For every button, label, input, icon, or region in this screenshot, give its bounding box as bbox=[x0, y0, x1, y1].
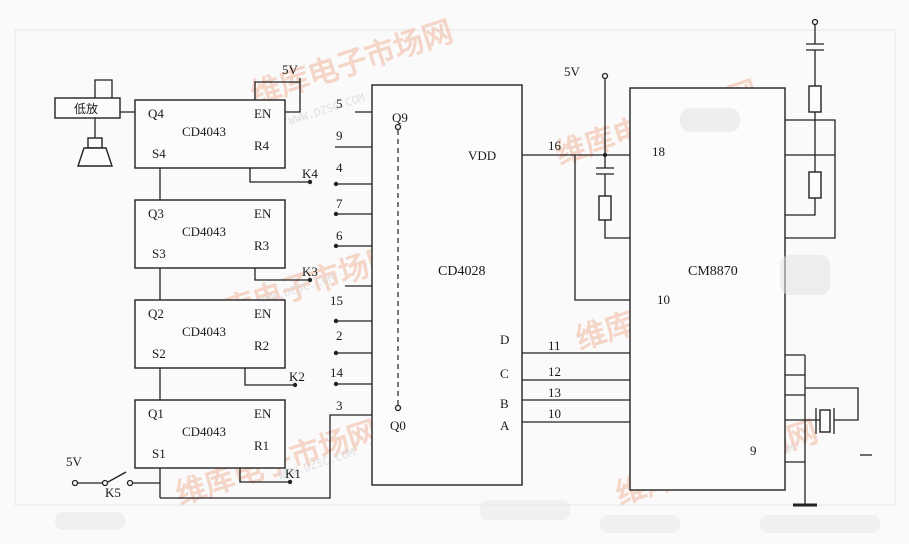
key-k2: K2 bbox=[289, 369, 305, 384]
latch-1-en: EN bbox=[254, 406, 272, 421]
latch-2-s: S2 bbox=[152, 346, 166, 361]
latch-2-r: R2 bbox=[254, 338, 269, 353]
decoder-chip: CD4028 VDD Q9 Q0 D C B A bbox=[371, 84, 523, 486]
dtmf-name: CM8870 bbox=[688, 264, 738, 279]
dtmf-data-pin: 11 bbox=[548, 338, 561, 353]
latch-4-q: Q4 bbox=[148, 106, 164, 121]
vcc-mid-label: 5V bbox=[564, 64, 581, 79]
latch-1-s: S1 bbox=[152, 446, 166, 461]
data-bus: 11 12 13 10 bbox=[522, 338, 630, 423]
decoder-output-wires: 5 9 4 7 6 15 2 14 3 bbox=[330, 96, 372, 413]
paper-grid bbox=[14, 29, 896, 506]
latch-3: Q3 S3 EN R3 CD4043 bbox=[134, 199, 286, 269]
decoder-pin: 15 bbox=[330, 293, 343, 308]
decoder-input-b: B bbox=[500, 396, 509, 411]
decoder-pin: 3 bbox=[336, 398, 343, 413]
latch-3-q: Q3 bbox=[148, 206, 164, 221]
latch-1-r: R1 bbox=[254, 438, 269, 453]
dtmf-chip: CM8870 18 10 9 bbox=[629, 87, 786, 491]
dtmf-data-pin: 13 bbox=[548, 385, 561, 400]
crystal-icon bbox=[819, 409, 831, 433]
amplifier-box bbox=[54, 97, 121, 119]
dtmf-data-pin: 12 bbox=[548, 364, 561, 379]
amplifier-label: 低放 bbox=[74, 101, 98, 116]
decoder-pin: 9 bbox=[336, 128, 343, 143]
vdd-pin-label: 16 bbox=[548, 138, 562, 153]
key-k4: K4 bbox=[302, 166, 318, 181]
key-k3: K3 bbox=[302, 264, 318, 279]
latch-1: Q1 S1 EN R1 CD4043 bbox=[134, 399, 286, 469]
crystal-ground bbox=[785, 354, 872, 507]
decoder-pin: 14 bbox=[330, 365, 344, 380]
decoder-pin: 7 bbox=[336, 196, 343, 211]
decoder-pin: 6 bbox=[336, 228, 343, 243]
latch-4-chip: CD4043 bbox=[182, 124, 226, 139]
latch-3-en: EN bbox=[254, 206, 272, 221]
dtmf-pin-bottom: 9 bbox=[750, 443, 757, 458]
speaker-icon bbox=[87, 137, 103, 149]
decoder-pin: 4 bbox=[336, 160, 343, 175]
latch-1-q: Q1 bbox=[148, 406, 164, 421]
smudges bbox=[55, 108, 880, 533]
decoder-q0: Q0 bbox=[390, 418, 406, 433]
dtmf-pin-mid: 10 bbox=[657, 292, 670, 307]
enable-wiring: 5V bbox=[254, 62, 301, 113]
latch-4-r: R4 bbox=[254, 138, 270, 153]
latch-2-chip: CD4043 bbox=[182, 324, 226, 339]
decoder-input-a: A bbox=[500, 418, 510, 433]
vcc-top-label: 5V bbox=[282, 62, 299, 77]
latch-3-chip: CD4043 bbox=[182, 224, 226, 239]
latch-4-s: S4 bbox=[152, 146, 166, 161]
latch-3-r: R3 bbox=[254, 238, 269, 253]
latch-2-en: EN bbox=[254, 306, 272, 321]
key-k1: K1 bbox=[285, 466, 301, 481]
latch-4: Q4 S4 EN R4 CD4043 bbox=[134, 99, 286, 169]
speaker-amp: 低放 bbox=[54, 79, 135, 167]
decoder-vdd: VDD bbox=[468, 148, 496, 163]
latch-1-chip: CD4043 bbox=[182, 424, 226, 439]
dtmf-data-pin: 10 bbox=[548, 406, 561, 421]
key-k5: K5 bbox=[105, 485, 121, 500]
input-network bbox=[785, 18, 836, 239]
decoder-q9: Q9 bbox=[392, 110, 408, 125]
speaker-cone-icon bbox=[77, 147, 113, 167]
latch-3-s: S3 bbox=[152, 246, 166, 261]
latch-4-en: EN bbox=[254, 106, 272, 121]
latch-2-q: Q2 bbox=[148, 306, 164, 321]
vdd-link: 16 5V bbox=[522, 64, 630, 301]
decoder-input-c: C bbox=[500, 366, 509, 381]
reset-wires: K4 K3 K2 K1 bbox=[239, 166, 318, 485]
dtmf-pin-top: 18 bbox=[652, 144, 665, 159]
latch-2: Q2 S2 EN R2 CD4043 bbox=[134, 299, 286, 369]
vcc-bottom-label: 5V bbox=[66, 454, 83, 469]
decoder-pin: 5 bbox=[336, 96, 343, 111]
decoder-name: CD4028 bbox=[438, 264, 485, 279]
decoder-input-d: D bbox=[500, 332, 509, 347]
switch-k5: 5V K5 bbox=[66, 414, 372, 500]
decoder-pin: 2 bbox=[336, 328, 343, 343]
